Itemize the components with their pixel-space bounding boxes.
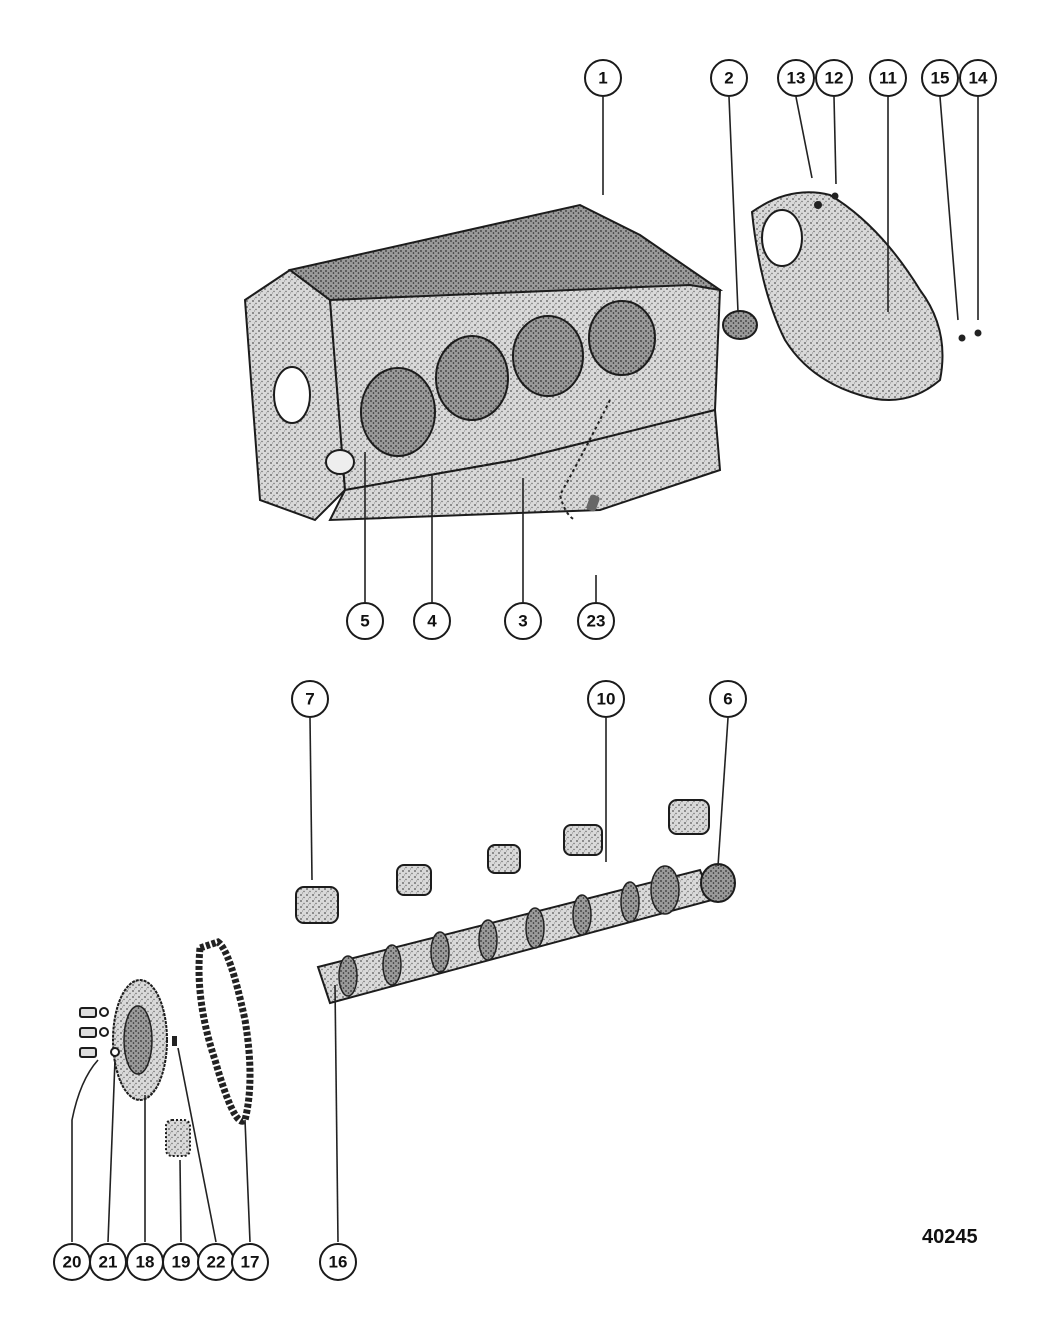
callout-10: 10 <box>587 680 625 718</box>
expansion-plug-illustration <box>722 310 758 340</box>
callout-7: 7 <box>291 680 329 718</box>
svg-text:16: 16 <box>329 1253 348 1272</box>
cylinder-block-illustration <box>243 203 724 522</box>
svg-text:17: 17 <box>241 1253 260 1272</box>
timing-chain-illustration <box>195 938 254 1125</box>
camshaft-sprocket-illustration <box>112 979 168 1101</box>
callout-bubbles: 1 2 13 12 11 15 14 5 4 3 23 7 10 6 20 21… <box>53 59 997 1281</box>
callout-23: 23 <box>577 602 615 640</box>
callout-22: 22 <box>197 1243 235 1281</box>
callout-1: 1 <box>584 59 622 97</box>
camshaft-bearings-illustration <box>295 799 710 924</box>
svg-text:18: 18 <box>136 1253 155 1272</box>
svg-text:10: 10 <box>597 690 616 709</box>
callout-4: 4 <box>413 602 451 640</box>
callout-18: 18 <box>126 1243 164 1281</box>
svg-text:21: 21 <box>99 1253 118 1272</box>
callout-16: 16 <box>319 1243 357 1281</box>
sprocket-bolts-illustration <box>79 1007 177 1058</box>
svg-text:13: 13 <box>787 69 806 88</box>
callout-15: 15 <box>921 59 959 97</box>
svg-text:23: 23 <box>587 612 606 631</box>
callout-20: 20 <box>53 1243 91 1281</box>
engine-plate-illustration <box>750 191 982 401</box>
svg-text:1: 1 <box>598 69 607 88</box>
callout-6: 6 <box>709 680 747 718</box>
svg-text:4: 4 <box>427 612 437 631</box>
svg-text:14: 14 <box>969 69 988 88</box>
callout-21: 21 <box>89 1243 127 1281</box>
leader-lines <box>71 96 979 1243</box>
callout-17: 17 <box>231 1243 269 1281</box>
callout-14: 14 <box>959 59 997 97</box>
camshaft-illustration <box>316 863 736 1005</box>
svg-text:5: 5 <box>360 612 369 631</box>
callout-3: 3 <box>504 602 542 640</box>
drawing-number: 40245 <box>922 1226 978 1248</box>
callout-2: 2 <box>710 59 748 97</box>
callout-19: 19 <box>162 1243 200 1281</box>
callout-5: 5 <box>346 602 384 640</box>
svg-text:12: 12 <box>825 69 844 88</box>
svg-text:7: 7 <box>305 690 314 709</box>
svg-text:11: 11 <box>879 69 897 88</box>
svg-text:3: 3 <box>518 612 527 631</box>
callout-13: 13 <box>777 59 815 97</box>
svg-text:15: 15 <box>931 69 950 88</box>
svg-text:19: 19 <box>172 1253 191 1272</box>
svg-text:22: 22 <box>207 1253 226 1272</box>
callout-12: 12 <box>815 59 853 97</box>
callout-11: 11 <box>869 59 907 97</box>
svg-text:6: 6 <box>723 690 732 709</box>
svg-text:2: 2 <box>724 69 733 88</box>
svg-text:20: 20 <box>63 1253 82 1272</box>
crankshaft-sprocket-illustration <box>165 1119 191 1157</box>
